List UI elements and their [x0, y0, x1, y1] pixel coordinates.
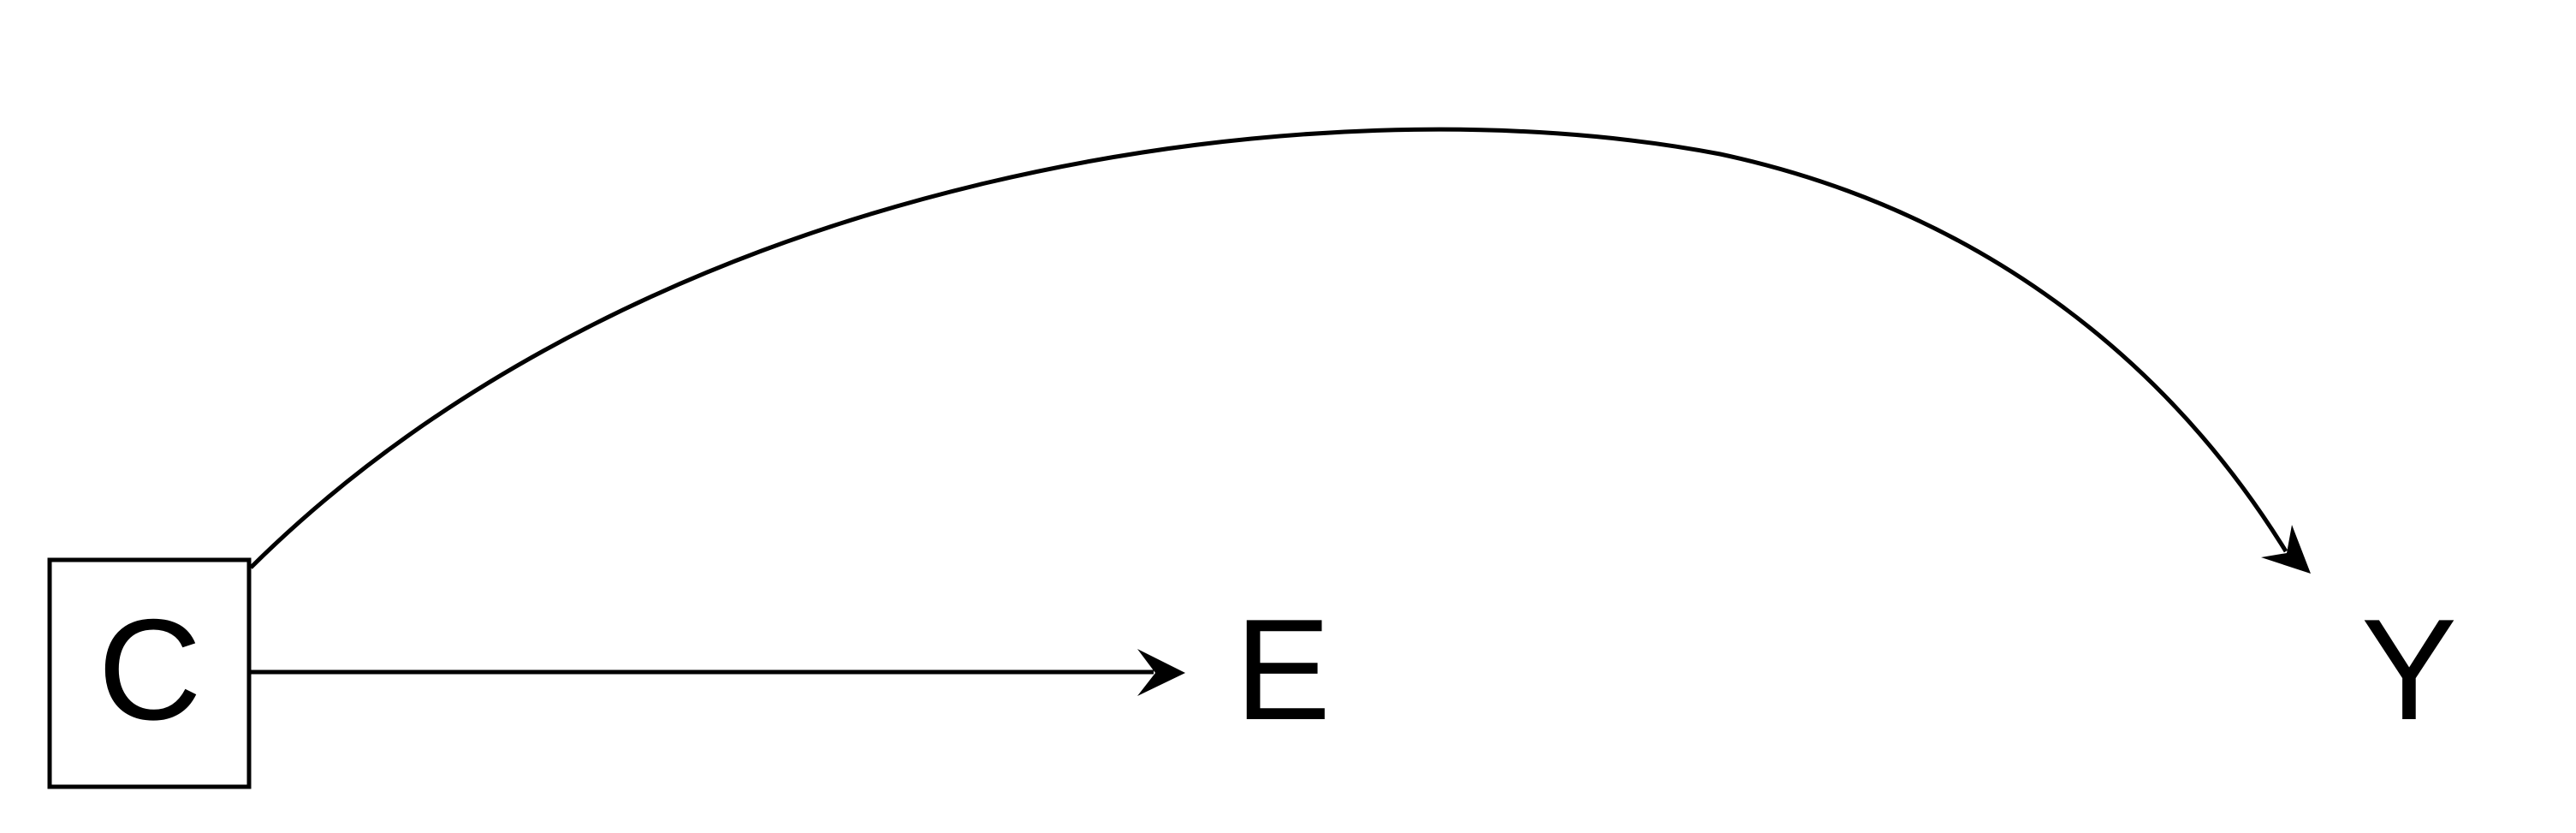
node-e-label: E [1235, 589, 1331, 750]
node-c: C [47, 557, 252, 789]
edge-c-to-y-arrowhead [2261, 525, 2311, 574]
edge-c-to-y-line [249, 127, 2288, 569]
edge-c-to-y [249, 127, 2311, 574]
edge-c-to-e [250, 649, 1185, 696]
node-c-label: C [98, 589, 201, 750]
node-c-box [47, 557, 252, 789]
edge-c-to-e-arrowhead [1137, 649, 1185, 696]
node-e: E [1235, 589, 1331, 750]
node-y-label: Y [2361, 589, 2457, 750]
node-y: Y [2361, 589, 2457, 750]
